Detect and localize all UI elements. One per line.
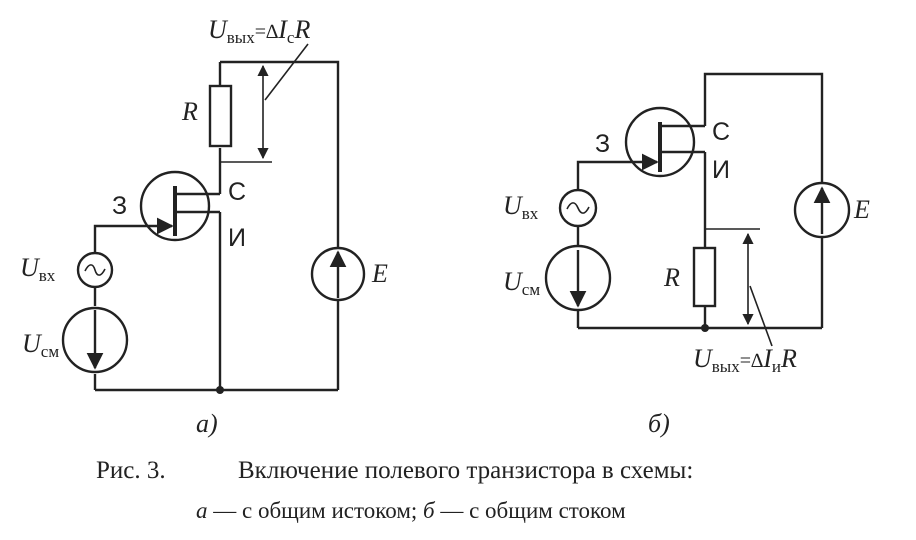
caption-figure-number: Рис. 3. <box>96 457 166 484</box>
a-bias-source <box>61 306 129 374</box>
a-resistor <box>208 84 233 148</box>
b-resistor-label: R <box>663 263 680 292</box>
a-resistor-label: R <box>181 97 198 126</box>
diagram-b-common-drain: R Uвых=∆IиR З С И Uвх Uсм E <box>503 72 870 438</box>
b-output-label: Uвых=∆IиR <box>693 344 797 376</box>
a-wire-top <box>220 60 340 248</box>
a-supply-source <box>310 246 366 302</box>
a-source-label: И <box>228 224 246 252</box>
a-output-leader <box>264 43 309 101</box>
b-gate-label: З <box>595 130 610 158</box>
b-supply-label: E <box>853 195 870 224</box>
b-input-source <box>558 188 598 228</box>
b-wire-top <box>703 72 824 182</box>
b-drain-label: С <box>712 118 730 146</box>
caption-line-2: а — с общим истоком; б — с общим стоком <box>196 498 626 523</box>
a-drain-label: С <box>228 178 246 206</box>
b-sine-icon <box>566 202 590 214</box>
b-supply-source <box>793 181 851 239</box>
b-output-ticks <box>705 228 760 329</box>
b-wire-gate <box>576 160 632 190</box>
a-supply-label: E <box>371 259 388 288</box>
a-output-ticks <box>220 61 272 163</box>
a-gate-label: З <box>112 192 127 220</box>
b-bias-source <box>544 244 612 312</box>
a-sine-icon <box>84 264 106 276</box>
b-output-leader <box>749 285 773 347</box>
b-diagram-label: б) <box>648 409 670 438</box>
a-input-label: Uвх <box>20 253 56 285</box>
a-junction-dot <box>216 386 224 394</box>
figure-caption: Рис. 3. Включение полевого транзистора в… <box>96 457 693 523</box>
b-input-label: Uвх <box>503 191 539 223</box>
b-bias-label: Uсм <box>503 267 540 299</box>
a-wire-gate <box>93 224 148 253</box>
b-source-label: И <box>712 156 730 184</box>
diagram-a-common-source: R Uвых=∆IcR З С И Uвх Uсм E <box>20 15 388 438</box>
a-transistor-body <box>139 170 211 242</box>
a-wire-bottom <box>95 300 340 392</box>
a-bias-label: Uсм <box>22 329 59 361</box>
b-resistor <box>692 246 717 308</box>
a-diagram-label: а) <box>196 409 218 438</box>
b-transistor-body <box>624 106 696 178</box>
a-output-label: Uвых=∆IcR <box>208 15 310 47</box>
caption-title: Включение полевого транзистора в схемы: <box>238 457 693 484</box>
a-input-source <box>76 251 114 289</box>
